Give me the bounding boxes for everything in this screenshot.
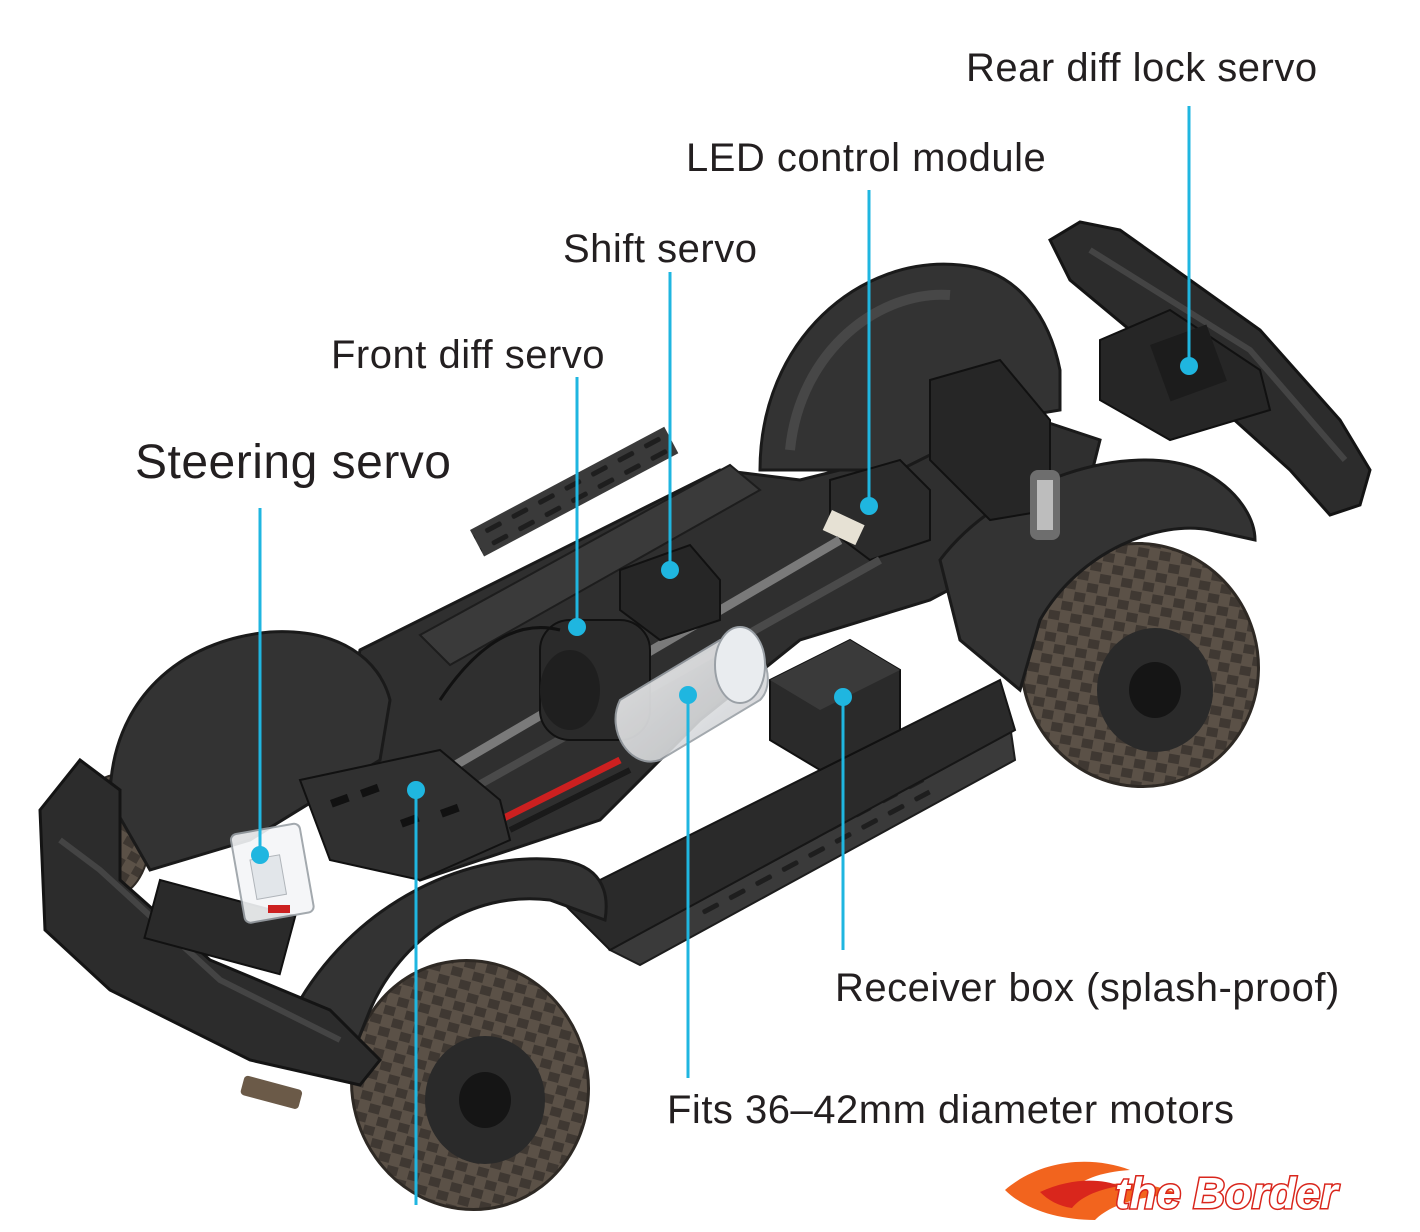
front-tray (143, 626, 561, 976)
receiver-box (769, 638, 901, 772)
steering-servo (229, 822, 315, 924)
callout-dot-steering (251, 846, 269, 864)
callout-dot-shift (661, 561, 679, 579)
callout-dots (251, 357, 1198, 864)
label-rear-diff-lock-servo: Rear diff lock servo (966, 46, 1318, 90)
front-left-fender (298, 857, 608, 1063)
rear-frame (929, 308, 1272, 540)
callout-dot-front-diff (568, 618, 586, 636)
label-motor-fit: Fits 36–42mm diameter motors (667, 1088, 1235, 1132)
led-module-housing (822, 458, 931, 562)
callout-dot-motor (679, 686, 697, 704)
rear-right-tire (1020, 541, 1260, 789)
label-front-diff-servo: Front diff servo (331, 333, 606, 377)
callout-dot-front-tray (407, 781, 425, 799)
callout-dot-led (860, 497, 878, 515)
label-receiver-box: Receiver box (splash-proof) (835, 966, 1340, 1010)
callout-dot-receiver (834, 688, 852, 706)
brand-logo: the Border (1005, 1161, 1342, 1220)
label-led-control-module: LED control module (686, 136, 1047, 180)
callout-lines (258, 106, 1191, 1205)
callout-dot-rear-diff (1180, 357, 1198, 375)
brand-logo-text: the Border (1115, 1169, 1340, 1218)
front-right-fender (108, 630, 392, 872)
front-left-tire (350, 958, 590, 1212)
label-shift-servo: Shift servo (563, 227, 758, 271)
label-steering-servo: Steering servo (135, 436, 452, 489)
